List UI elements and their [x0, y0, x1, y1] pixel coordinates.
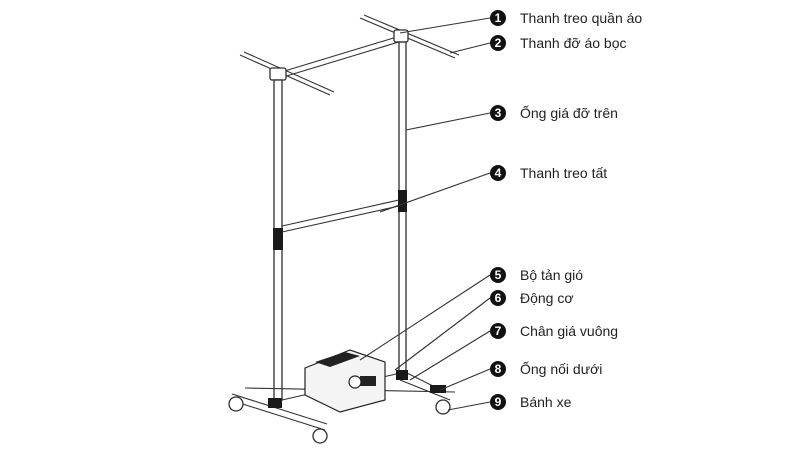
part-label-9: Bánh xe	[520, 394, 572, 410]
leader-line-2	[449, 42, 491, 54]
part-number-7: 7	[495, 324, 502, 338]
part-number-2: 2	[495, 36, 502, 50]
part-number-badge-3	[490, 105, 506, 121]
part-label-6: Động cơ	[520, 290, 574, 306]
leader-line-7	[409, 330, 491, 381]
leader-line-8	[439, 368, 491, 391]
wheels	[228, 396, 451, 444]
part-label-2: Thanh đỡ áo bọc	[520, 35, 626, 51]
leader-line-5	[359, 274, 491, 361]
part-number-8: 8	[495, 362, 502, 376]
part-number-badge-7	[490, 323, 506, 339]
part-number-3: 3	[495, 106, 502, 120]
sock-bar	[281, 199, 400, 233]
base-frame	[229, 370, 456, 431]
leader-line-1	[399, 17, 491, 34]
part-number-badge-2	[490, 35, 506, 51]
drying-rack-drawing	[228, 14, 460, 444]
leader-line-3	[405, 112, 491, 131]
part-number-badge-6	[490, 290, 506, 306]
part-number-9: 9	[495, 395, 502, 409]
part-number-5: 5	[495, 268, 502, 282]
part-number-badge-9	[490, 394, 506, 410]
leader-line-6	[394, 297, 491, 371]
part-label-8: Ống nối dưới	[520, 360, 602, 377]
part-number-badge-8	[490, 361, 506, 377]
part-number-4: 4	[495, 166, 502, 180]
upper-support-poles	[273, 41, 407, 401]
part-label-3: Ống giá đỡ trên	[520, 104, 618, 121]
part-label-1: Thanh treo quần áo	[520, 10, 642, 26]
part-number-1: 1	[495, 11, 502, 25]
part-number-badge-1	[490, 10, 506, 26]
part-label-4: Thanh treo tất	[520, 165, 607, 181]
part-number-badge-5	[490, 267, 506, 283]
part-label-7: Chân giá vuông	[520, 323, 618, 339]
part-label-5: Bộ tản gió	[520, 267, 583, 283]
leader-line-9	[447, 401, 491, 411]
leader-line-4	[379, 172, 491, 213]
part-number-6: 6	[495, 291, 502, 305]
motor-fan-unit	[304, 349, 386, 413]
hanging-rods	[239, 14, 460, 96]
leader-lines	[359, 17, 491, 411]
part-number-badge-4	[490, 165, 506, 181]
